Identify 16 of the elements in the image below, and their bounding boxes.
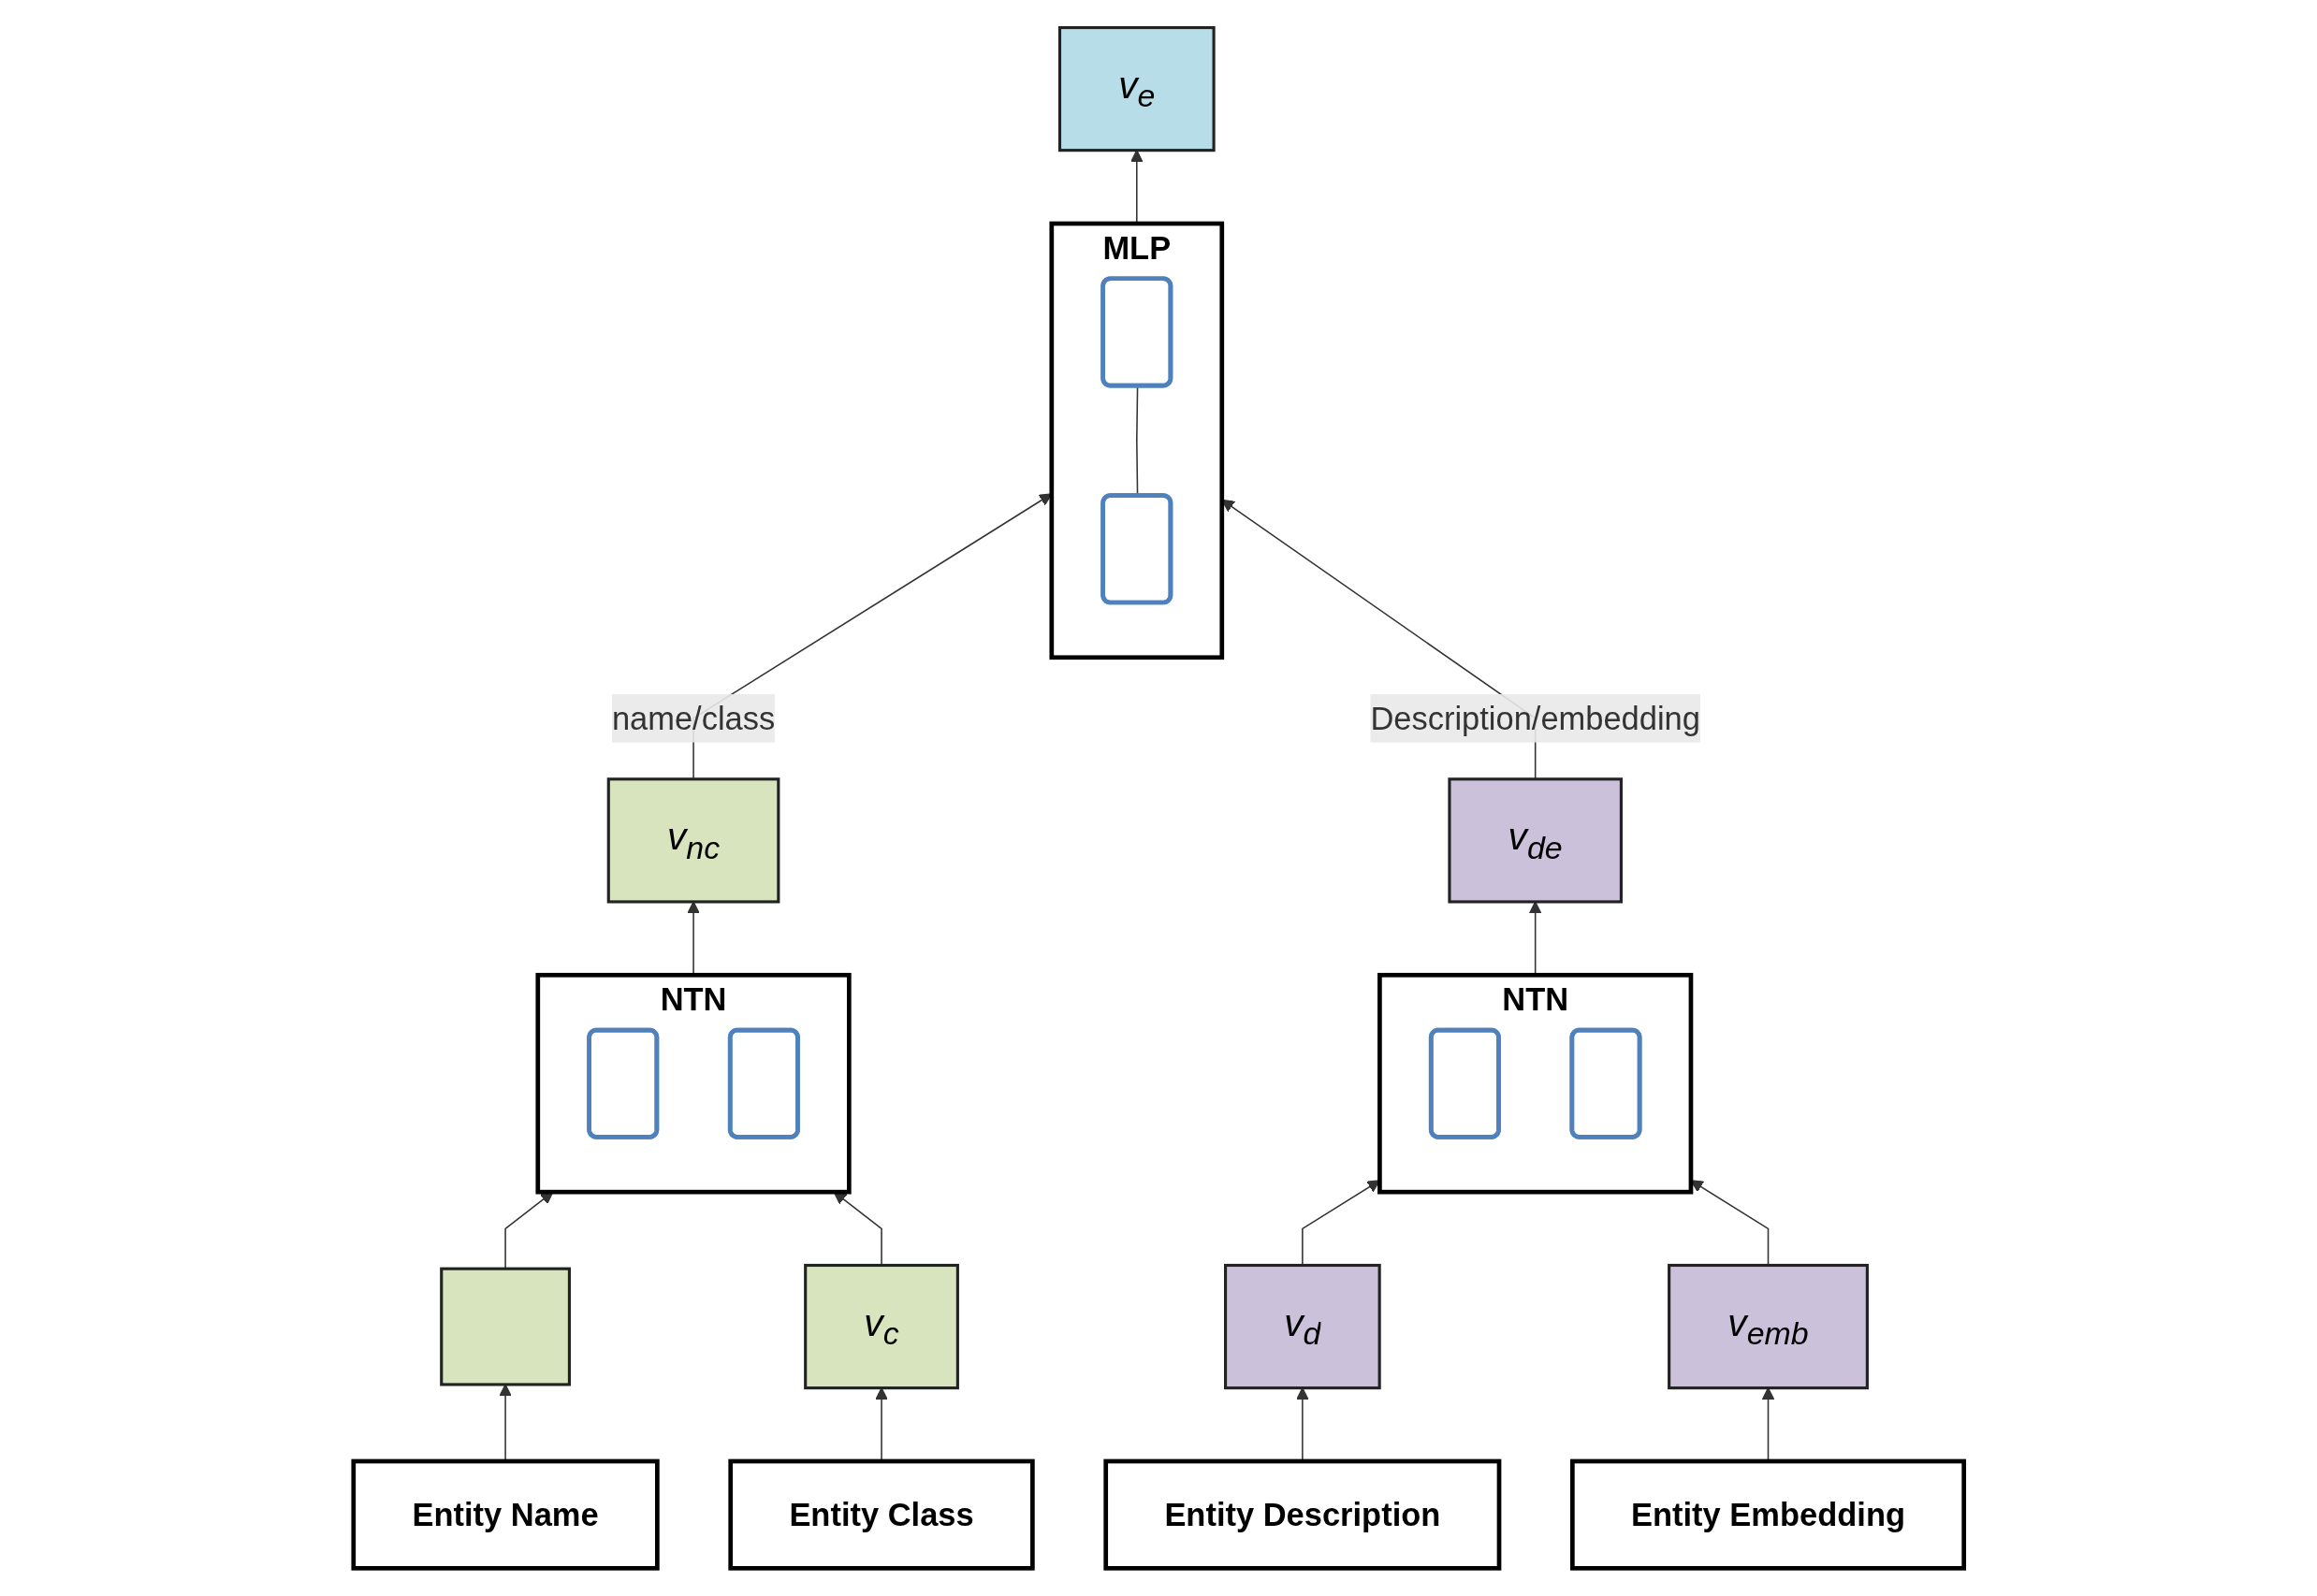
node-box: v$_{d}$ bbox=[1223, 1264, 1381, 1390]
node-box: v$_{emb}$ bbox=[1667, 1264, 1869, 1390]
node-box: Entity Name bbox=[351, 1458, 660, 1571]
node-box: Entity Description bbox=[1103, 1458, 1502, 1571]
edge-label: name/class bbox=[611, 700, 775, 737]
node-box: Entity Class bbox=[728, 1458, 1035, 1571]
cluster: NTN bbox=[1377, 973, 1694, 1195]
edge-label: Description/embedding bbox=[1370, 700, 1700, 737]
node-box: v$_{e}$ bbox=[1057, 26, 1216, 152]
cluster: MLP bbox=[1049, 221, 1224, 660]
cluster: NTN bbox=[535, 973, 852, 1195]
node-box: v$_{nc}$ bbox=[606, 777, 780, 904]
node-box: v$_{c}$ bbox=[803, 1264, 959, 1390]
node-box: v$_{de}$ bbox=[1448, 777, 1623, 904]
node-box: Entity Embedding bbox=[1569, 1458, 1966, 1571]
node-bar bbox=[439, 1267, 571, 1386]
